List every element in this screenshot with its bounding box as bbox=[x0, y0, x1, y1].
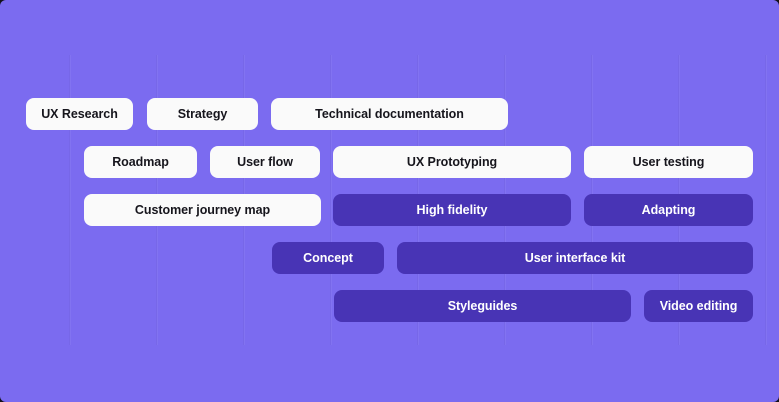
tag-chip[interactable]: Strategy bbox=[147, 98, 258, 130]
tag-chip[interactable]: User flow bbox=[210, 146, 320, 178]
tag-row: Styleguides Video editing bbox=[0, 290, 779, 322]
tag-row: UX Research Strategy Technical documentati… bbox=[0, 98, 779, 130]
tag-chip[interactable]: Customer journey map bbox=[84, 194, 321, 226]
tag-chip[interactable]: Technical documentation bbox=[271, 98, 508, 130]
tag-row: Concept User interface kit bbox=[0, 242, 779, 274]
tag-chip[interactable]: UX Prototyping bbox=[333, 146, 571, 178]
tag-chip[interactable]: Roadmap bbox=[84, 146, 197, 178]
tag-chip[interactable]: Adapting bbox=[584, 194, 753, 226]
tag-row: Customer journey map High fidelity Adaptin… bbox=[0, 194, 779, 226]
tag-chip[interactable]: User interface kit bbox=[397, 242, 753, 274]
tag-chip[interactable]: High fidelity bbox=[333, 194, 571, 226]
tag-chip[interactable]: User testing bbox=[584, 146, 753, 178]
tag-row: Roadmap User flow UX Prototyping User testi… bbox=[0, 146, 779, 178]
tag-chip[interactable]: Concept bbox=[272, 242, 384, 274]
tag-chip[interactable]: Video editing bbox=[644, 290, 753, 322]
tag-chip[interactable]: UX Research bbox=[26, 98, 133, 130]
tag-chip[interactable]: Styleguides bbox=[334, 290, 631, 322]
